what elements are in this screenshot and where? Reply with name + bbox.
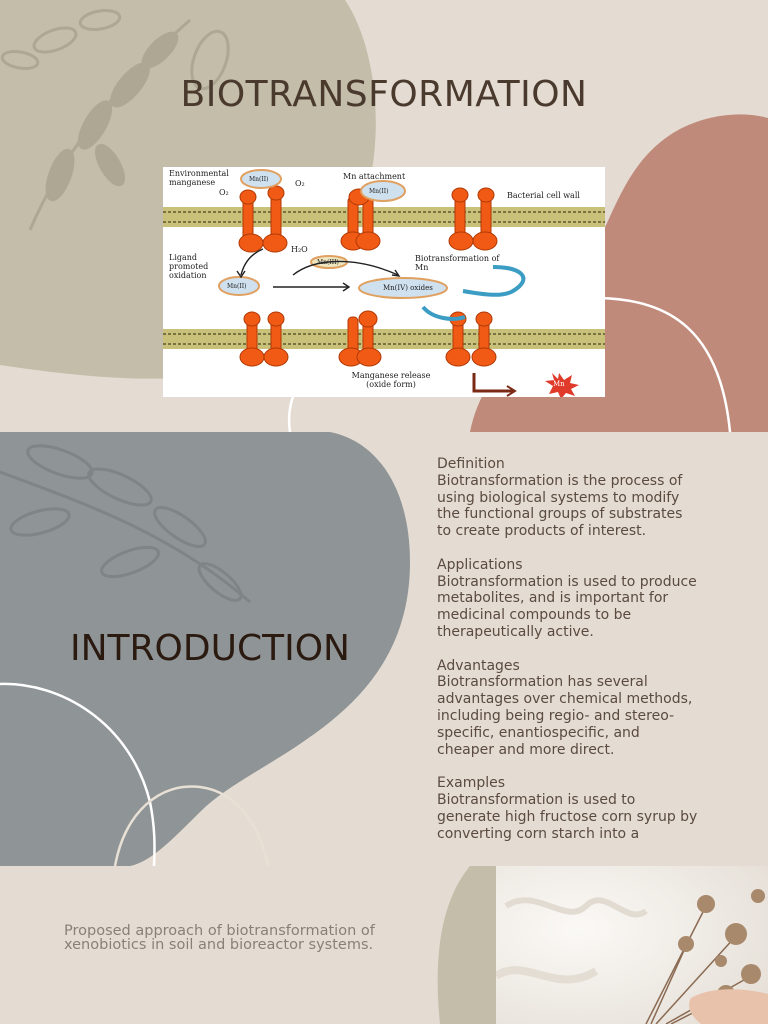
membrane-proteins-bottom	[239, 310, 497, 367]
section-title: Advantages	[437, 657, 520, 674]
mn-burst-icon	[545, 373, 579, 397]
white-arc-2	[113, 785, 270, 866]
label-mn-burst: Mn	[553, 380, 565, 388]
label-mn-ii-left: Mn(II)	[227, 283, 247, 290]
mn-ovals	[218, 169, 448, 299]
faint-leaf-decoration	[0, 444, 251, 604]
section-body: Biotransformation is used to produce met…	[437, 573, 697, 640]
manganese-biotransformation-diagram: Environmental manganese O₂ O₂ Mn attachm…	[163, 167, 605, 397]
section-body: Biotransformation is the process of usin…	[437, 472, 683, 540]
biotransformation-arrows	[421, 265, 526, 321]
membrane-proteins-top	[238, 185, 498, 253]
label-manganese-release: Manganese release (oxide form)	[351, 371, 431, 389]
label-mn-iv-oxides: Mn(IV) oxides	[383, 284, 433, 292]
introduction-slide: INTRODUCTION Definition Biotransformatio…	[0, 432, 768, 866]
figure-caption: Proposed approach of biotransformation o…	[64, 923, 375, 953]
section-body: Biotransformation is used to generate hi…	[437, 791, 698, 842]
flower-heads	[678, 889, 765, 1003]
label-bacterial-cell-wall: Bacterial cell wall	[507, 191, 580, 200]
introduction-heading: INTRODUCTION	[70, 628, 350, 669]
leaf-branch-decoration	[0, 8, 230, 231]
label-env-manganese: Environmental manganese	[169, 169, 229, 187]
slide2-background	[0, 432, 410, 866]
label-mn-iii: Mn(III)	[317, 259, 339, 266]
label-ligand: Ligand promoted oxidation	[169, 253, 209, 280]
white-arc-1	[0, 682, 156, 866]
top-membrane	[163, 207, 605, 227]
flowers-photo	[496, 866, 768, 1024]
label-biotransformation-mn: Biotransformation of Mn	[415, 254, 500, 272]
process-arrows	[236, 248, 401, 292]
diagram-graphic	[163, 169, 605, 397]
bottom-membrane	[163, 329, 605, 349]
label-mn-ii-top: Mn(II)	[249, 176, 269, 183]
caption-slide: Proposed approach of biotransformation o…	[0, 866, 768, 1024]
hand	[689, 989, 768, 1024]
release-arrow	[472, 373, 517, 397]
label-h2o: H₂O	[291, 245, 308, 254]
page-title: BIOTRANSFORMATION	[180, 74, 588, 115]
introduction-text-column: Definition Biotransformation is the proc…	[437, 456, 699, 859]
label-o2-right: O₂	[295, 179, 305, 188]
section-definition: Definition Biotransformation is the proc…	[437, 456, 699, 540]
section-examples: Examples Biotransformation is used to ge…	[437, 775, 699, 842]
section-title: Definition	[437, 456, 505, 472]
label-o2-left: O₂	[219, 188, 229, 197]
section-title: Applications	[437, 556, 523, 573]
section-body: Biotransformation has several advantages…	[437, 674, 693, 758]
slate-blob	[0, 432, 410, 866]
section-title: Examples	[437, 775, 506, 792]
label-mn-ii-attach: Mn(II)	[369, 188, 389, 195]
section-applications: Applications Biotransformation is used t…	[437, 557, 699, 641]
section-advantages: Advantages Biotransformation has several…	[437, 658, 699, 759]
label-mn-attachment: Mn attachment	[343, 172, 406, 181]
title-slide: BIOTRANSFORMATION	[0, 0, 768, 432]
